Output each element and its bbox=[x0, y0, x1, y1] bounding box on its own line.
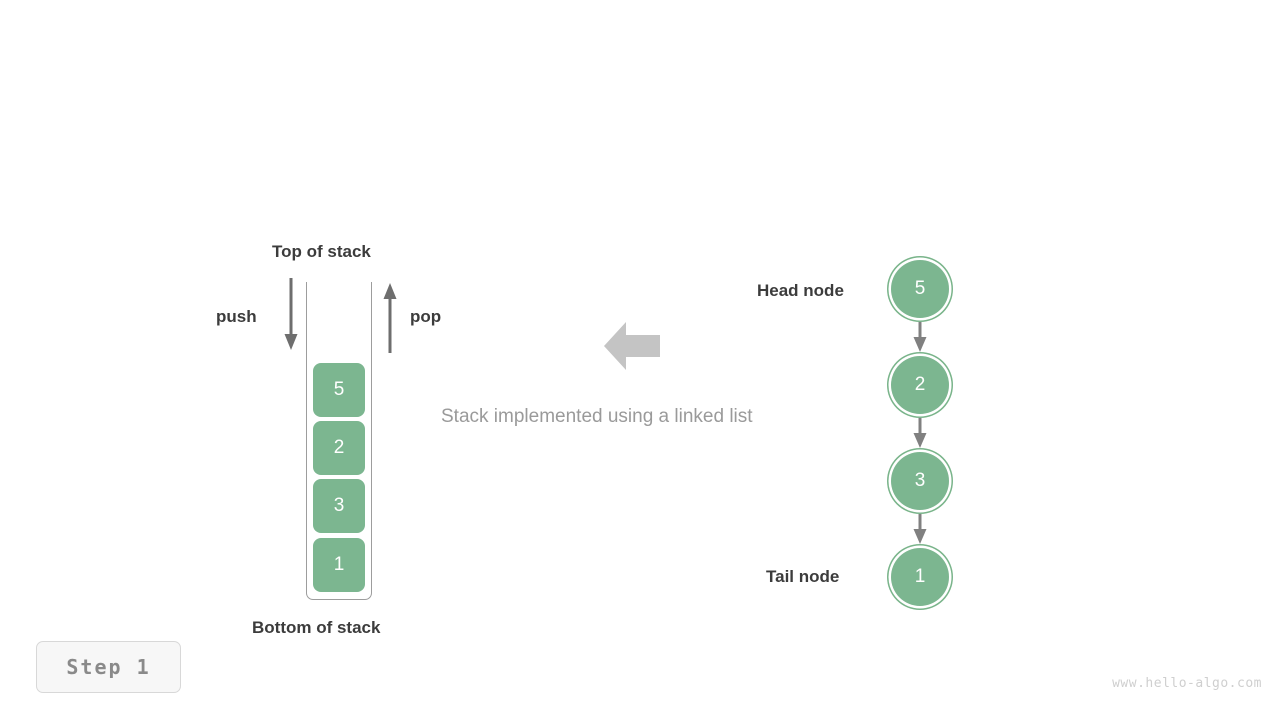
step-badge: Step 1 bbox=[36, 641, 181, 693]
stack-item: 1 bbox=[313, 538, 365, 592]
push-label: push bbox=[216, 307, 257, 326]
watermark: www.hello-algo.com bbox=[1112, 676, 1262, 691]
step-badge-label: Step 1 bbox=[66, 655, 151, 679]
stack-item: 3 bbox=[313, 479, 365, 533]
stack-item: 5 bbox=[313, 363, 365, 417]
linked-list-node: 3 bbox=[891, 452, 949, 510]
pop-arrow-icon bbox=[383, 283, 397, 353]
pop-label: pop bbox=[410, 307, 442, 326]
push-arrow-icon bbox=[284, 278, 298, 350]
stack-container bbox=[306, 282, 372, 600]
node-link-arrow-icon bbox=[913, 514, 927, 544]
diagram-caption: Stack implemented using a linked list bbox=[441, 406, 753, 427]
node-link-arrow-icon bbox=[913, 418, 927, 448]
bottom-of-stack-label: Bottom of stack bbox=[252, 618, 381, 637]
head-node-label: Head node bbox=[757, 281, 844, 300]
linked-list-node: 1 bbox=[891, 548, 949, 606]
transform-left-arrow-icon bbox=[604, 322, 660, 370]
linked-list-node: 2 bbox=[891, 356, 949, 414]
stack-item: 2 bbox=[313, 421, 365, 475]
tail-node-label: Tail node bbox=[766, 567, 840, 586]
linked-list-node: 5 bbox=[891, 260, 949, 318]
node-link-arrow-icon bbox=[913, 322, 927, 352]
top-of-stack-label: Top of stack bbox=[272, 242, 371, 261]
